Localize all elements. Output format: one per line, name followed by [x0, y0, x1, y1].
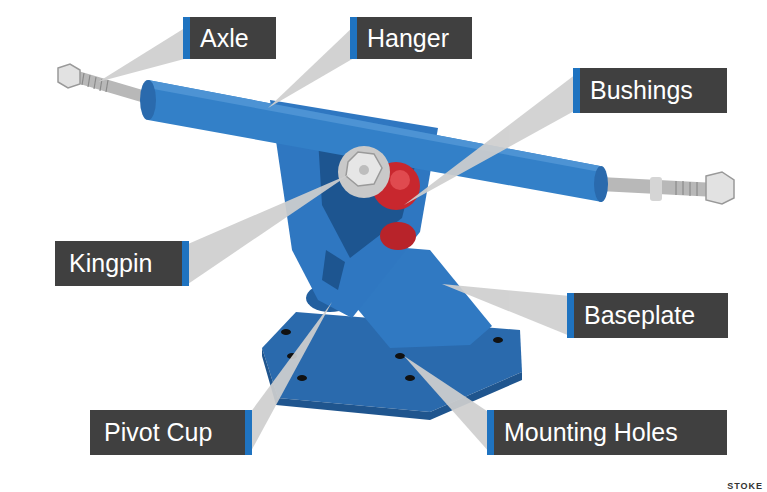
kingpin-nut [346, 152, 382, 186]
part-label: Mounting Holes [504, 420, 678, 445]
leader-wedge [250, 302, 332, 453]
bushing-highlight [390, 170, 410, 190]
axle-nut [58, 64, 80, 88]
label-box: Kingpin [55, 241, 189, 286]
accent-bar [183, 17, 190, 59]
leader-wedge [442, 284, 570, 336]
kingpin-tip [359, 165, 369, 175]
part-label: Baseplate [584, 303, 695, 328]
label-box: Pivot Cup [90, 410, 252, 455]
label-box: Axle [183, 17, 276, 59]
part-label: Hanger [367, 26, 449, 51]
mounting-hole [281, 329, 503, 381]
accent-bar [245, 410, 252, 455]
kingpin-washer [338, 146, 390, 198]
accent-bar [573, 68, 580, 113]
accent-bar [487, 410, 494, 455]
label-box: Baseplate [567, 293, 728, 338]
part-label: Bushings [590, 78, 693, 103]
part-label: Kingpin [69, 251, 152, 276]
accent-bar [182, 241, 189, 286]
washer [650, 177, 662, 201]
axle-nut [706, 172, 734, 204]
hanger-end [594, 166, 608, 202]
label-box: Mounting Holes [487, 410, 727, 455]
leader-wedge [188, 174, 350, 284]
hanger-opening [322, 250, 345, 290]
leader-wedge [98, 26, 188, 82]
accent-bar [567, 293, 574, 338]
accent-bar [350, 17, 357, 59]
label-box: Bushings [573, 68, 727, 113]
part-label: Axle [200, 26, 249, 51]
axle-thread [82, 73, 108, 92]
part-label: Pivot Cup [104, 420, 212, 445]
leader-wedge [404, 356, 490, 453]
leader-wedge [268, 26, 354, 108]
leader-wedge [404, 74, 576, 205]
bushing-lower [380, 222, 416, 250]
label-box: Hanger [350, 17, 472, 59]
watermark: STOKE [727, 481, 763, 491]
axle-thread [676, 181, 697, 196]
hanger-tube [148, 80, 602, 202]
hanger-end [140, 80, 156, 120]
